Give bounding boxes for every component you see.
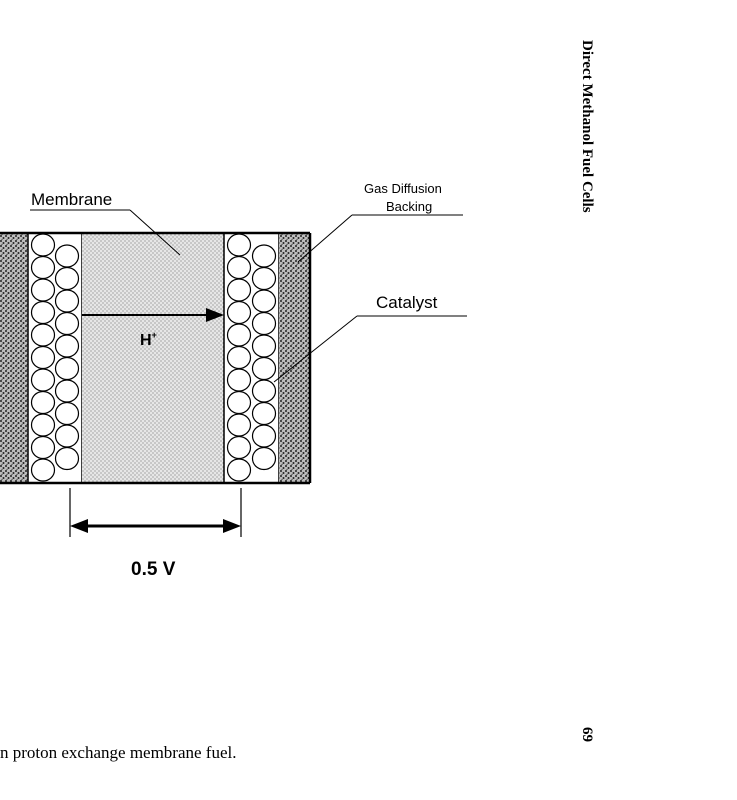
catalyst-particle [30, 458, 56, 482]
right-gas-diffusion-backing [279, 233, 310, 483]
catalyst-particle [54, 289, 80, 313]
catalyst-particle [226, 458, 252, 482]
catalyst-particle [251, 266, 277, 291]
catalyst-leader [273, 315, 358, 383]
catalyst-particle [30, 390, 56, 415]
catalyst-particle [226, 278, 252, 302]
proton-arrow-head [206, 308, 224, 322]
running-header: Direct Methanol Fuel Cells [579, 40, 595, 213]
right-catalyst-particles [226, 233, 277, 482]
catalyst-particle [30, 300, 56, 325]
gas-diffusion-leader [297, 214, 353, 263]
voltage-arrow-head-left [70, 519, 88, 533]
catalyst-particle [226, 323, 252, 347]
catalyst-particle [226, 233, 252, 257]
catalyst-particle [226, 413, 252, 437]
catalyst-particle [226, 390, 252, 415]
page-number: 69 [579, 727, 595, 742]
catalyst-particle [251, 424, 277, 448]
membrane-region [82, 233, 224, 483]
catalyst-particle [54, 266, 80, 291]
left-gas-diffusion-backing [0, 233, 28, 483]
voltage-label: 0.5 V [131, 559, 176, 580]
catalyst-particle [54, 244, 80, 268]
catalyst-particle [30, 278, 56, 302]
gas-diffusion-label-line1: Gas Diffusion [364, 181, 442, 196]
catalyst-particle [226, 368, 252, 392]
membrane-label: Membrane [31, 190, 112, 209]
catalyst-particle [54, 311, 80, 336]
catalyst-particle [251, 401, 277, 426]
catalyst-particle [54, 379, 80, 403]
catalyst-particle [251, 311, 277, 336]
catalyst-particle [30, 345, 56, 370]
catalyst-particle [54, 446, 80, 471]
catalyst-particle [226, 255, 252, 280]
gas-diffusion-label-line2: Backing [386, 199, 432, 214]
voltage-arrow-head-right [223, 519, 241, 533]
catalyst-particle [251, 244, 277, 268]
catalyst-particle [30, 255, 56, 280]
catalyst-particle [30, 323, 56, 347]
catalyst-particle [30, 435, 56, 460]
catalyst-particle [30, 368, 56, 392]
catalyst-particle [251, 379, 277, 403]
caption-fragment: n proton exchange membrane fuel. [0, 743, 237, 762]
catalyst-particle [251, 334, 277, 358]
catalyst-particle [54, 356, 80, 381]
catalyst-particle [30, 233, 56, 257]
catalyst-particle [54, 334, 80, 358]
catalyst-label: Catalyst [376, 293, 438, 312]
catalyst-particle [226, 300, 252, 325]
catalyst-particle [226, 345, 252, 370]
catalyst-particle [251, 356, 277, 381]
membrane-leader [129, 209, 181, 256]
catalyst-particle [54, 401, 80, 426]
catalyst-particle [54, 424, 80, 448]
catalyst-particle [251, 289, 277, 313]
catalyst-particle [30, 413, 56, 437]
catalyst-particle [226, 435, 252, 460]
left-catalyst-particles [30, 233, 80, 482]
catalyst-particle [251, 446, 277, 471]
proton-label: H+ [140, 330, 157, 349]
